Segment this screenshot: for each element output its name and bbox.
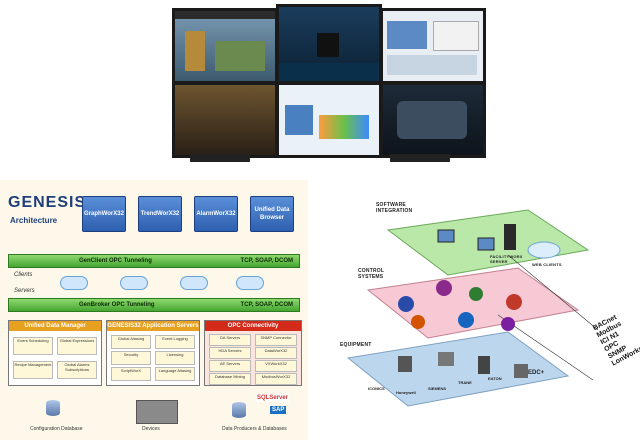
layer-planes xyxy=(346,209,599,407)
database-icon xyxy=(46,400,60,416)
workstation xyxy=(477,237,495,251)
monitor-charts xyxy=(276,82,382,158)
devices-icon xyxy=(136,400,178,424)
network-cloud xyxy=(120,276,148,290)
network-cloud xyxy=(180,276,208,290)
control-node xyxy=(506,294,522,310)
panel-title: GENESIS32 Application Servers xyxy=(107,321,199,331)
client-box-alarmworx: AlarmWorX32 xyxy=(194,196,238,232)
layered-integration-diagram: SOFTWARE INTEGRATION CONTROL SYSTEMS EQU… xyxy=(318,180,640,440)
web-cloud xyxy=(527,241,561,259)
client-box-data-browser: Unified Data Browser xyxy=(250,196,294,232)
panel-cell: Language Aliasing xyxy=(155,367,195,381)
genclient-label: GenClient OPC Tunneling xyxy=(79,258,152,264)
genbroker-label: GenBroker OPC Tunneling xyxy=(79,302,155,308)
vendor-logo: SIEMENS xyxy=(428,386,447,391)
panel-cell: Global Expressions xyxy=(57,337,97,355)
vendor-logo: TRANE xyxy=(458,380,472,385)
client-box-graphworx: GraphWorX32 xyxy=(82,196,126,232)
panel-cell: ScriptWorX xyxy=(111,367,151,381)
panel-cell: HDA Servers xyxy=(209,347,251,359)
server-label: FacilityWorX Server xyxy=(490,254,523,264)
sap-logo: SAP xyxy=(270,406,287,414)
database-icon xyxy=(232,402,246,418)
monitor-offshore-rig xyxy=(276,4,382,84)
monitor-dashboard xyxy=(380,8,486,84)
clients-label: Clients xyxy=(14,272,33,278)
web-clients-label: Web Clients xyxy=(532,262,562,267)
bottom-caption: Devices xyxy=(142,426,160,432)
server-tower xyxy=(504,224,516,250)
workstation xyxy=(437,229,455,243)
monitor-stand-right xyxy=(390,154,450,162)
monitor-industrial xyxy=(172,82,278,158)
layer-label-software: SOFTWARE INTEGRATION xyxy=(376,202,413,214)
equipment-item xyxy=(514,364,528,378)
equipment-layer-plane xyxy=(346,331,570,407)
genbroker-protocols: TCP, SOAP, DCOM xyxy=(240,302,293,308)
panel-cell: Security xyxy=(111,351,151,365)
genclient-band: GenClient OPC Tunneling TCP, SOAP, DCOM xyxy=(8,254,300,268)
equipment-item xyxy=(438,352,454,366)
panel-cell: Event Logging xyxy=(155,335,195,349)
vendor-logo: Honeywell xyxy=(396,390,416,395)
control-node xyxy=(436,280,452,296)
panel-cell: Event Scheduling xyxy=(13,337,53,355)
layer-label-equipment: EQUIPMENT xyxy=(340,342,372,348)
vendor-logo: EDC+ xyxy=(528,370,545,376)
panel-cell: AE Servers xyxy=(209,360,251,372)
sqlserver-logo: SQLServer xyxy=(256,394,290,402)
panel-cell: Global Alarms Subscriptions xyxy=(57,361,97,379)
connector-line xyxy=(507,254,599,331)
network-cloud xyxy=(60,276,88,290)
bottom-caption: Configuration Database xyxy=(30,426,83,432)
panel-application-servers: GENESIS32 Application Servers Global Ali… xyxy=(106,320,200,386)
control-node xyxy=(501,317,515,331)
panel-cell: SNMP Connector xyxy=(255,334,297,346)
panel-cell: DataWorX32 xyxy=(255,347,297,359)
monitor-3d-plant xyxy=(172,8,278,84)
monitor-map xyxy=(380,82,486,158)
equipment-item xyxy=(478,356,490,374)
panel-opc-connectivity: OPC Connectivity DA Servers SNMP Connect… xyxy=(204,320,302,386)
panel-cell: Licensing xyxy=(155,351,195,365)
panel-title: Unified Data Manager xyxy=(9,321,101,331)
equipment-item xyxy=(398,356,412,372)
panel-title: OPC Connectivity xyxy=(205,321,301,331)
control-node xyxy=(411,315,425,329)
monitor-stand-left xyxy=(190,154,250,162)
logo-text: GENESIS xyxy=(8,194,87,211)
network-cloud xyxy=(236,276,264,290)
layer-label-control: CONTROL SYSTEMS xyxy=(358,268,385,280)
panel-cell: Recipe Management xyxy=(13,361,53,379)
control-node xyxy=(398,296,414,312)
control-node xyxy=(469,287,483,301)
panel-cell: ModbusWorX32 xyxy=(255,373,297,385)
control-node xyxy=(458,312,474,328)
servers-label: Servers xyxy=(14,288,35,294)
panel-cell: Global Aliasing xyxy=(111,335,151,349)
genesis-subtitle: Architecture xyxy=(10,216,58,225)
genclient-protocols: TCP, SOAP, DCOM xyxy=(240,258,293,264)
client-box-trendworx: TrendWorX32 xyxy=(138,196,182,232)
panel-cell: VXWorkX32 xyxy=(255,360,297,372)
panel-cell: DA Servers xyxy=(209,334,251,346)
genbroker-band: GenBroker OPC Tunneling TCP, SOAP, DCOM xyxy=(8,298,300,312)
panel-unified-data-manager: Unified Data Manager Event Scheduling Gl… xyxy=(8,320,102,386)
bottom-caption: Data Producers & Databases xyxy=(222,426,287,432)
monitor-wall-photo xyxy=(150,0,490,170)
genesis32-architecture-diagram: GENESIS32 Architecture GraphWorX32 Trend… xyxy=(0,180,308,440)
vendor-logo: ICONICS xyxy=(368,386,385,391)
vendor-logo: EATON xyxy=(488,376,502,381)
panel-cell: Database Mining xyxy=(209,373,251,385)
